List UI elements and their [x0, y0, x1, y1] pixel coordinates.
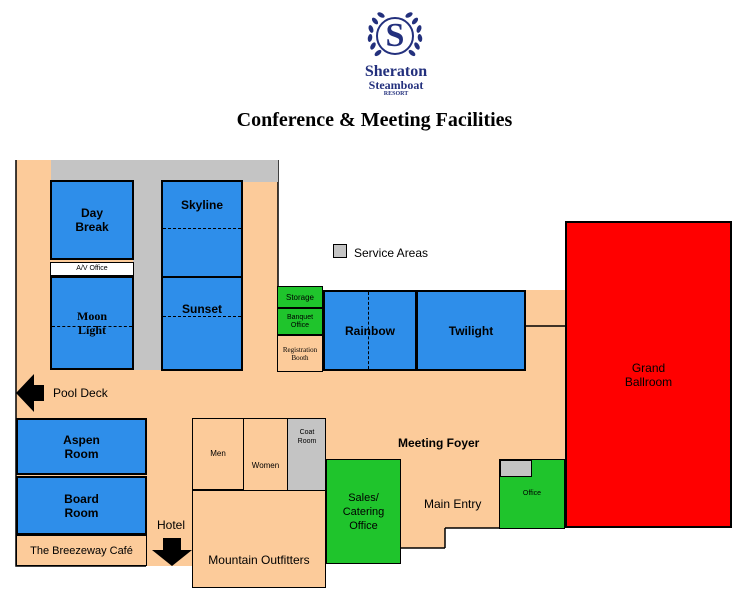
brand-location: Steamboat: [368, 78, 424, 92]
partition-skyline: [163, 228, 241, 229]
room-registration-booth[interactable]: Registration Booth: [277, 335, 323, 372]
room-aspen[interactable]: Aspen Room: [16, 418, 147, 475]
room-moon-light[interactable]: Moon Light: [50, 276, 134, 370]
service-area-column: [133, 160, 161, 370]
room-board[interactable]: Board Room: [16, 476, 147, 535]
label-coat-room: Coat Room: [297, 429, 317, 445]
brand-name: Sheraton: [364, 63, 428, 80]
room-twilight[interactable]: Twilight: [416, 290, 526, 371]
label-pool-deck: Pool Deck: [53, 386, 108, 400]
page-title: Conference & Meeting Facilities: [236, 109, 513, 131]
laurel-wreath-icon: [367, 12, 423, 57]
legend-service-areas: Service Areas: [354, 246, 429, 260]
room-day-break[interactable]: Day Break: [50, 180, 134, 260]
room-av-office[interactable]: A/V Office: [50, 262, 134, 276]
legend-swatch: [333, 244, 347, 258]
partition-moon-light: [52, 326, 132, 327]
office-service-box: [500, 460, 532, 477]
room-banquet-office[interactable]: Banquet Office: [277, 308, 323, 335]
room-sunset[interactable]: Sunset: [161, 276, 243, 371]
label-meeting-foyer: Meeting Foyer: [398, 436, 480, 450]
room-skyline[interactable]: Skyline: [161, 180, 243, 278]
room-storage[interactable]: Storage: [277, 286, 323, 308]
room-mountain-outfitters[interactable]: Mountain Outfitters: [192, 490, 326, 588]
label-hotel: Hotel: [157, 518, 186, 532]
room-grand-ballroom[interactable]: Grand Ballroom: [565, 221, 732, 528]
room-skyline-label: Skyline: [180, 198, 224, 212]
room-men[interactable]: Men: [192, 418, 244, 490]
partition-rainbow: [368, 292, 369, 369]
brand-resort: RESORT: [383, 91, 409, 97]
label-main-entry: Main Entry: [424, 497, 482, 511]
hotel-arrow-icon: [152, 538, 192, 566]
service-area-top: [51, 160, 278, 182]
room-sales-catering[interactable]: Sales/ Catering Office: [326, 459, 401, 564]
logo-letter: S: [385, 17, 405, 54]
pool-deck-arrow-icon: [16, 374, 44, 412]
sheraton-logo: S: [364, 8, 426, 66]
room-breezeway-cafe[interactable]: The Breezeway Café: [16, 535, 147, 566]
room-rainbow[interactable]: Rainbow: [323, 290, 417, 371]
partition-sunset: [163, 316, 241, 317]
